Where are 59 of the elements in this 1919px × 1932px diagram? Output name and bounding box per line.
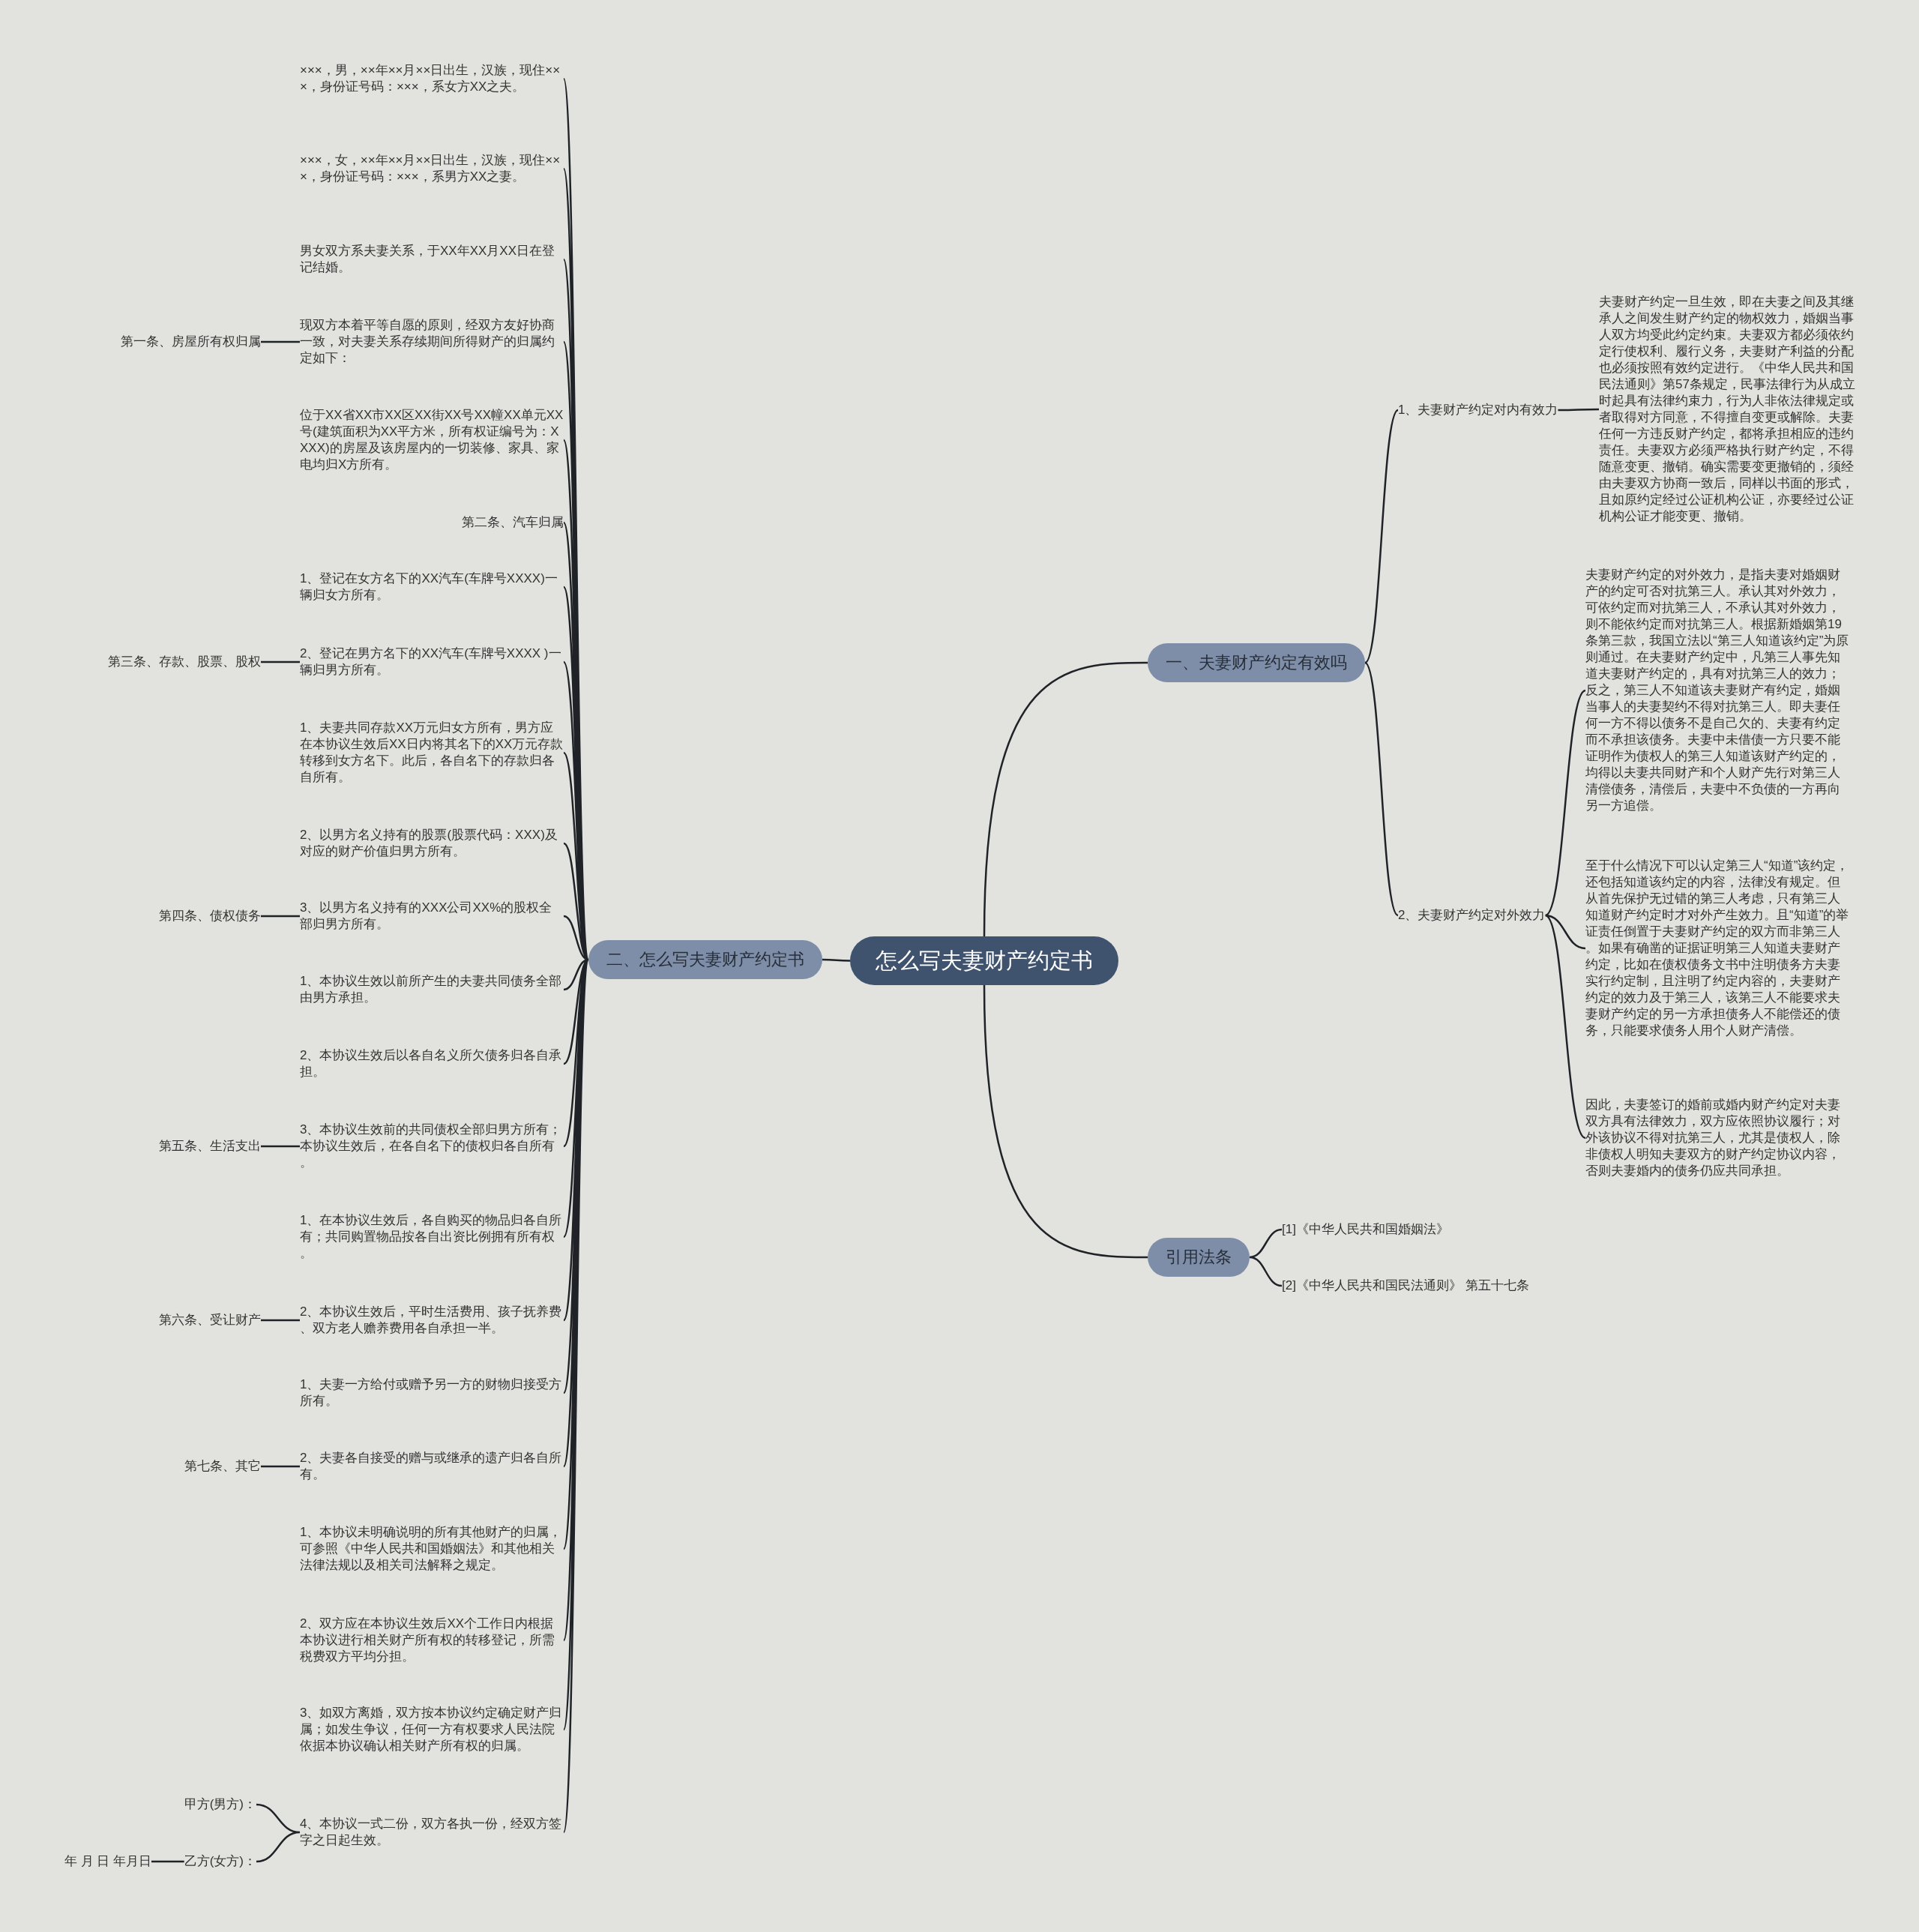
central-topic: 怎么写夫妻财产约定书 <box>850 936 1118 985</box>
topic-label: 第七条、其它 <box>184 1458 261 1475</box>
note-text: 2、双方应在本协议生效后XX个工作日内根据本协议进行相关财产所有权的转移登记，所需税费双方平均分担。 <box>300 1616 564 1665</box>
note-text: 2、以男方名义持有的股票(股票代码：XXX)及对应的财产价值归男方所有。 <box>300 827 564 860</box>
connector-line <box>1248 1228 1283 1287</box>
connector-line <box>261 915 300 918</box>
connector-line <box>562 77 590 1834</box>
connector-line <box>983 661 1148 937</box>
connector-line <box>822 958 850 962</box>
note-text: ×××，女，××年××月××日出生，汉族，现住×××，身份证号码：×××，系男方XX之妻。 <box>300 152 564 185</box>
note-text: 因此，夫妻签订的婚前或婚内财产约定对夫妻双方具有法律效力，双方应依照协议履行；对外该协议不得对抗第三人，尤其是债权人，除非债权人明知夫妻双方的财产约定协议内容，否则夫妻婚内的债务仍应共同承担。 <box>1585 1097 1849 1179</box>
topic-label: 年 月 日 年月日 <box>64 1853 151 1870</box>
topic-label: 第五条、生活支出 <box>159 1138 261 1155</box>
note-text: 4、本协议一式二份，双方各执一份，经双方签字之日起生效。 <box>300 1816 564 1849</box>
connector-line <box>261 660 300 663</box>
connector-line <box>261 340 300 343</box>
note-text: 3、以男方名义持有的XXX公司XX%的股权全部归男方所有。 <box>300 900 564 933</box>
connector-line <box>151 1860 184 1863</box>
connector-line <box>1364 409 1400 917</box>
connector-line <box>261 1319 300 1322</box>
connector-line <box>983 984 1148 1259</box>
note-text: 1、本协议未明确说明的所有其他财产的归属，可参照《中华人民共和国婚姻法》和其他相关法律法规以及相关司法解释之规定。 <box>300 1524 564 1574</box>
branch-topic: 一、夫妻财产约定有效吗 <box>1148 643 1365 682</box>
connector-line <box>1558 408 1599 412</box>
note-text: 3、本协议生效前的共同债权全部归男方所有；本协议生效后，在各自名下的债权归各自所有。 <box>300 1122 564 1171</box>
connector-line <box>255 1803 301 1863</box>
connector-line <box>261 1465 300 1468</box>
topic-label: 乙方(女方)： <box>184 1853 256 1870</box>
topic-label: 第一条、房屋所有权归属 <box>121 334 261 350</box>
topic-label: 甲方(男方)： <box>184 1796 256 1813</box>
note-text: 男女双方系夫妻关系，于XX年XX月XX日在登记结婚。 <box>300 243 564 276</box>
topic-label: 2、夫妻财产约定对外效力 <box>1398 907 1546 924</box>
note-text: 2、夫妻各自接受的赠与或继承的遗产归各自所有。 <box>300 1450 564 1483</box>
note-text: 1、本协议生效以前所产生的夫妻共同债务全部由男方承担。 <box>300 973 564 1006</box>
topic-label: 第六条、受让财产 <box>159 1312 261 1328</box>
connector-line <box>1544 689 1587 1140</box>
note-text: 1、夫妻一方给付或赠予另一方的财物归接受方所有。 <box>300 1376 564 1409</box>
note-text: 1、登记在女方名下的XX汽车(车牌号XXXX)一辆归女方所有。 <box>300 571 564 604</box>
note-text: 2、本协议生效后以各自名义所欠债务归各自承担。 <box>300 1047 564 1080</box>
topic-label: 第四条、债权债务 <box>159 908 261 924</box>
topic-label: [1]《中华人民共和国婚姻法》 <box>1282 1221 1449 1238</box>
topic-label: [2]《中华人民共和国民法通则》 第五十七条 <box>1282 1278 1529 1294</box>
topic-label: 第三条、存款、股票、股权 <box>108 654 261 670</box>
note-text: ×××，男，××年××月××日出生，汉族，现住×××，身份证号码：×××，系女方XX之夫。 <box>300 62 564 95</box>
note-text: 至于什么情况下可以认定第三人“知道”该约定，还包括知道该约定的内容，法律没有规定。但从首先保护无过错的第三人考虑，只有第三人知道财产约定时才对外产生效力。且“知道”的举证责任倒置于夫妻财产约定的双方而非第三人。如果有确凿的证据证明第三人知道夫妻财产约定，比如在债权债务文书中注明债务方夫妻实行约定制，且注明了约定内容的，夫妻财产约定的效力及于第三人，该第三人不能要求夫妻财产约定的另一方承担债务人不能偿还的债务，只能要求债务人用个人财产清偿。 <box>1585 858 1849 1039</box>
note-text: 夫妻财产约定的对外效力，是指夫妻对婚姻财产的约定可否对抗第三人。承认其对外效力，可依约定而对抗第三人，不承认其对外效力，则不能依约定而对抗第三人。根据新婚姻第19条第三款，我国立法以“第三人知道该约定”为原则通过。在夫妻财产约定中，凡第三人事先知道夫妻财产约定的，具有对抗第三人的效力；反之，第三人不知道该夫妻财产有约定，婚姻当事人的夫妻契约不得对抗第三人。即夫妻任何一方不得以债务不是自己欠的、夫妻有约定而不承担该债务。夫妻中未借债一方只要不能证明作为债权人的第三人知道该财产约定的，均得以夫妻共同财产和个人财产先行对第三人清偿债务，清偿后，夫妻中不负债的一方再向另一方追偿。 <box>1585 567 1849 814</box>
branch-topic: 二、怎么写夫妻财产约定书 <box>588 940 822 979</box>
note-text: 2、登记在男方名下的XX汽车(车牌号XXXX )一辆归男方所有。 <box>300 645 564 678</box>
note-text: 夫妻财产约定一旦生效，即在夫妻之间及其继承人之间发生财产约定的物权效力，婚姻当事人双方均受此约定约束。夫妻双方都必须依约定行使权利、履行义务，夫妻财产利益的分配也必须按照有效约定进行。《中华人民共和国民法通则》第57条规定，民事法律行为从成立时起具有法律约束力，行为人非依法律规定或者取得对方同意，不得擅自变更或解除。夫妻任何一方违反财产约定，都将承担相应的违约责任。夫妻双方必须严格执行财产约定，不得随意变更、撤销。确实需要变更撤销的，须经由夫妻双方协商一致后，同样以书面的形式，且如原约定经过公证机构公证，亦要经过公证机构公证才能变更、撤销。 <box>1599 294 1863 525</box>
note-text: 1、在本协议生效后，各自购买的物品归各自所有；共同购置物品按各自出资比例拥有所有权。 <box>300 1212 564 1262</box>
note-text: 3、如双方离婚，双方按本协议约定确定财产归属；如发生争议，任何一方有权要求人民法院依据本协议确认相关财产所有权的归属。 <box>300 1705 564 1754</box>
note-text: 现双方本着平等自愿的原则，经双方友好协商一致，对夫妻关系存续期间所得财产的归属约定如下： <box>300 317 564 367</box>
note-text: 位于XX省XX市XX区XX街XX号XX幢XX单元XX号(建筑面积为XX平方米，所有权证编号为：XXXX)的房屋及该房屋内的一切装修、家具、家电均归X方所有。 <box>300 407 564 473</box>
note-text: 1、夫妻共同存款XX万元归女方所有，男方应在本协议生效后XX日内将其名下的XX万元存款转移到女方名下。此后，各自名下的存款归各自所有。 <box>300 720 564 786</box>
connector-line <box>261 1145 300 1148</box>
topic-label: 1、夫妻财产约定对内有效力 <box>1398 402 1558 418</box>
note-text: 第二条、汽车归属 <box>462 514 564 531</box>
note-text: 2、本协议生效后，平时生活费用、孩子抚养费、双方老人赡养费用各自承担一半。 <box>300 1304 564 1337</box>
branch-topic: 引用法条 <box>1148 1238 1250 1277</box>
